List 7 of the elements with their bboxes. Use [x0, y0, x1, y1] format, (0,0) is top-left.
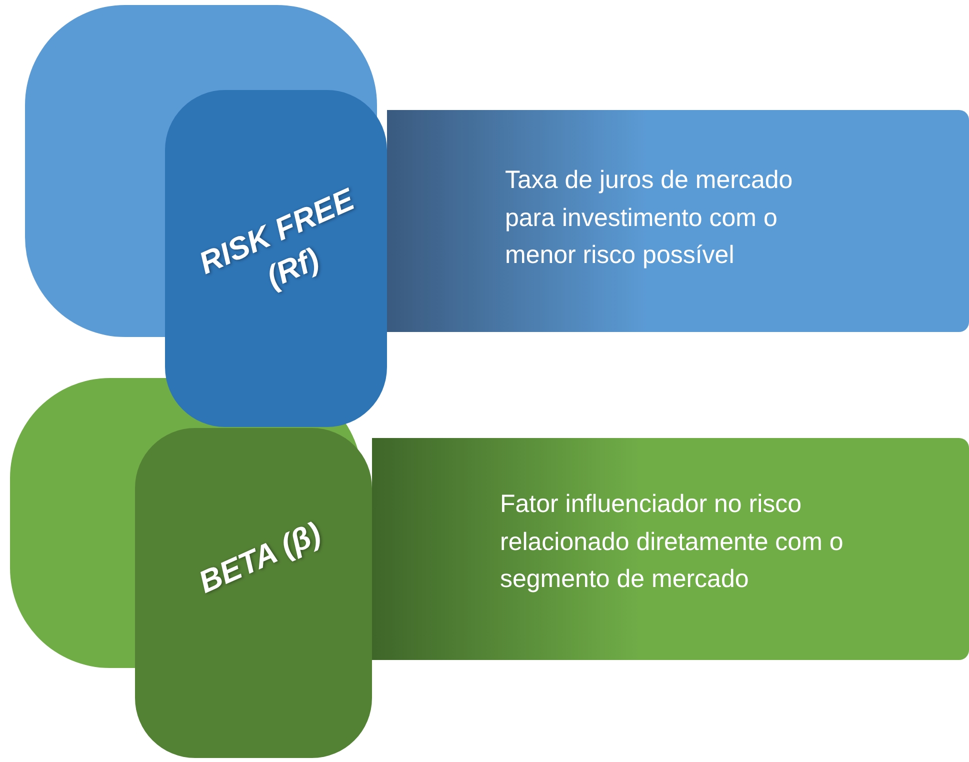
banner-band [372, 438, 969, 660]
cube-shape [10, 378, 372, 758]
banner-band [387, 110, 969, 332]
cube-shape [25, 5, 387, 427]
cube-label: BETA (β) [192, 514, 327, 602]
description-text: Fator influenciador no risco relacionado diretamente com o segmento de mercado [500, 489, 844, 595]
description-text: Taxa de juros de mercado para investimento com o menor risco possível [505, 165, 794, 271]
